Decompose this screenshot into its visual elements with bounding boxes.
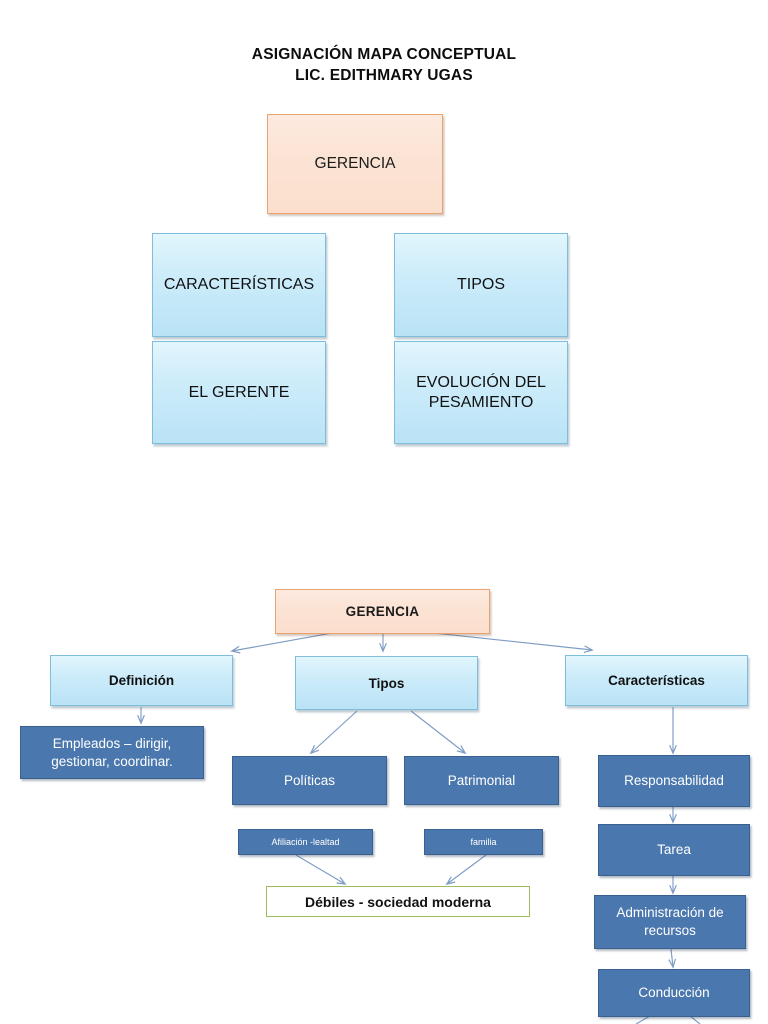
bottom-node-definicion[interactable]: Definición bbox=[50, 655, 233, 706]
bottom-node-tarea[interactable]: Tarea bbox=[598, 824, 750, 876]
top-node-tipos-label: TIPOS bbox=[456, 276, 505, 293]
top-node-caracteristicas[interactable]: CARACTERÍSTICAS bbox=[152, 233, 326, 337]
bottom-node-conduccion[interactable]: Conducción bbox=[598, 969, 750, 1017]
bottom-node-afiliacion-lealtad[interactable]: Afiliación -lealtad bbox=[238, 829, 373, 855]
bottom-node-afiliacion-lealtad-label: Afiliación -lealtad bbox=[271, 837, 340, 847]
bottom-node-debiles-sociedad-moderna-label: Débiles - sociedad moderna bbox=[305, 893, 491, 910]
bottom-node-responsabilidad[interactable]: Responsabilidad bbox=[598, 755, 750, 807]
top-node-el-gerente-label: EL GERENTE bbox=[188, 383, 290, 401]
top-node-gerencia-label: GERENCIA bbox=[314, 155, 396, 172]
bottom-node-empleados-label: Empleados – dirigir, gestionar, coordina… bbox=[51, 735, 173, 769]
bottom-node-empleados[interactable]: Empleados – dirigir, gestionar, coordina… bbox=[20, 726, 204, 779]
bottom-node-politicas-label: Políticas bbox=[283, 772, 336, 788]
top-node-evolucion-pesamiento[interactable]: EVOLUCIÓN DEL PESAMIENTO bbox=[394, 341, 568, 444]
bottom-node-gerencia[interactable]: GERENCIA bbox=[275, 589, 490, 634]
top-node-gerencia[interactable]: GERENCIA bbox=[267, 114, 443, 214]
page-title-line-2: LIC. EDITHMARY UGAS bbox=[295, 67, 473, 84]
bottom-node-tarea-label: Tarea bbox=[657, 842, 691, 857]
bottom-node-responsabilidad-label: Responsabilidad bbox=[624, 773, 724, 788]
top-node-caracteristicas-label: CARACTERÍSTICAS bbox=[163, 276, 315, 293]
bottom-node-familia[interactable]: familia bbox=[424, 829, 543, 855]
bottom-node-patrimonial-label: Patrimonial bbox=[447, 772, 516, 788]
page-title-line-1: ASIGNACIÓN MAPA CONCEPTUAL bbox=[251, 46, 517, 63]
bottom-node-tipos-label: Tipos bbox=[368, 675, 405, 691]
bottom-node-caracteristicas-label: Características bbox=[608, 673, 705, 688]
bottom-node-definicion-label: Definición bbox=[108, 673, 175, 688]
bottom-node-conduccion-label: Conducción bbox=[638, 985, 710, 1000]
top-node-tipos[interactable]: TIPOS bbox=[394, 233, 568, 337]
bottom-node-tipos[interactable]: Tipos bbox=[295, 656, 478, 710]
bottom-node-patrimonial[interactable]: Patrimonial bbox=[404, 756, 559, 805]
bottom-node-debiles-sociedad-moderna[interactable]: Débiles - sociedad moderna bbox=[266, 886, 530, 917]
bottom-node-administracion-recursos[interactable]: Administración de recursos bbox=[594, 895, 746, 949]
bottom-node-caracteristicas[interactable]: Características bbox=[565, 655, 748, 706]
top-node-evolucion-pesamiento-label: EVOLUCIÓN DEL PESAMIENTO bbox=[416, 373, 546, 411]
top-node-el-gerente[interactable]: EL GERENTE bbox=[152, 341, 326, 444]
bottom-node-administracion-recursos-label: Administración de recursos bbox=[616, 905, 724, 938]
bottom-node-politicas[interactable]: Políticas bbox=[232, 756, 387, 805]
bottom-node-gerencia-label: GERENCIA bbox=[345, 604, 420, 619]
bottom-node-familia-label: familia bbox=[470, 837, 497, 847]
page-title: ASIGNACIÓN MAPA CONCEPTUAL LIC. EDITHMAR… bbox=[0, 44, 768, 86]
